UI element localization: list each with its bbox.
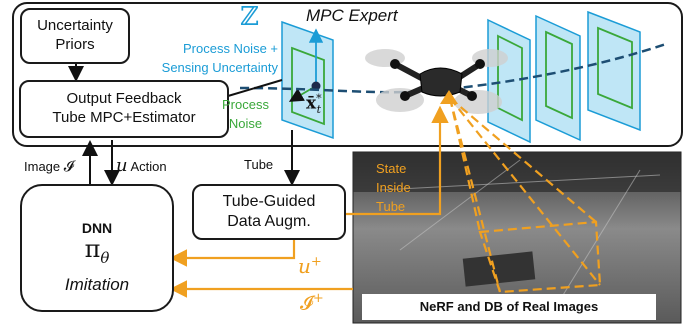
- output-feedback-line2: Tube MPC+Estimator: [52, 109, 196, 126]
- image-label-text: Image: [24, 159, 61, 174]
- image-input-label: Image 𝓘: [24, 157, 74, 175]
- action-label-text: Action: [130, 159, 167, 174]
- state-inside-tube-line1: State: [376, 161, 407, 176]
- process-noise-sensing-line1: Process Noise +: [182, 41, 278, 56]
- nerf-caption: NeRF and DB of Real Images: [419, 299, 599, 314]
- i-plus-symbol: 𝓘: [300, 292, 313, 315]
- i-plus-sup: +: [312, 291, 324, 306]
- image-symbol: 𝓘: [63, 157, 74, 175]
- nominal-state-label: x̄*t: [306, 92, 322, 117]
- state-sup: *: [316, 92, 322, 105]
- action-output-label: u Action: [116, 155, 167, 176]
- u-plus-arrow: [169, 240, 296, 267]
- process-noise-line1: Process: [222, 97, 269, 112]
- policy-theta: θ: [100, 248, 110, 267]
- process-noise-sensing-label: Process Noise + Sensing Uncertainty: [140, 40, 278, 78]
- dnn-label: DNN: [81, 220, 113, 236]
- imitation-caption: Imitation: [64, 275, 130, 294]
- i-plus-label: 𝓘+: [300, 291, 324, 314]
- output-feedback-line1: Output Feedback: [66, 90, 182, 108]
- policy-symbol: πθ: [22, 234, 172, 268]
- mpc-expert-title: MPC Expert: [306, 6, 398, 25]
- nominal-state-dot: [311, 81, 321, 91]
- state-symbol: x̄: [306, 93, 317, 114]
- process-noise-label: Process Noise: [222, 96, 269, 134]
- uncertainty-priors-line1: Uncertainty: [37, 17, 113, 35]
- u-plus-symbol: u: [298, 254, 311, 278]
- tube-guided-line2: Data Augm.: [227, 213, 311, 230]
- mpc-to-plane-line: [227, 79, 283, 97]
- tube-guided-line1: Tube-Guided: [222, 193, 316, 210]
- state-inside-tube-line2: Inside: [376, 179, 411, 195]
- drone-icon: [365, 49, 508, 114]
- state-inside-tube-arrow: [346, 105, 449, 216]
- uncertainty-priors-line2: Priors: [55, 36, 95, 53]
- state-inside-tube-line3: Tube: [376, 198, 406, 214]
- action-symbol: u: [116, 155, 128, 176]
- process-noise-sensing-line2: Sensing Uncertainty: [161, 59, 278, 75]
- policy-pi: π: [84, 235, 101, 263]
- integer-set-symbol: ℤ: [240, 2, 259, 32]
- state-sub: t: [316, 103, 322, 117]
- state-inside-tube-label: State Inside Tube: [376, 160, 411, 217]
- tube-label: Tube: [244, 157, 274, 172]
- process-noise-line2: Noise: [228, 115, 263, 131]
- camera-frustum: [448, 97, 602, 294]
- u-plus-sup: +: [310, 254, 322, 270]
- tube-plane-left: [281, 20, 334, 140]
- u-plus-label: u+: [298, 254, 322, 278]
- imitation-policy-box: DNN πθ Imitation: [20, 184, 174, 312]
